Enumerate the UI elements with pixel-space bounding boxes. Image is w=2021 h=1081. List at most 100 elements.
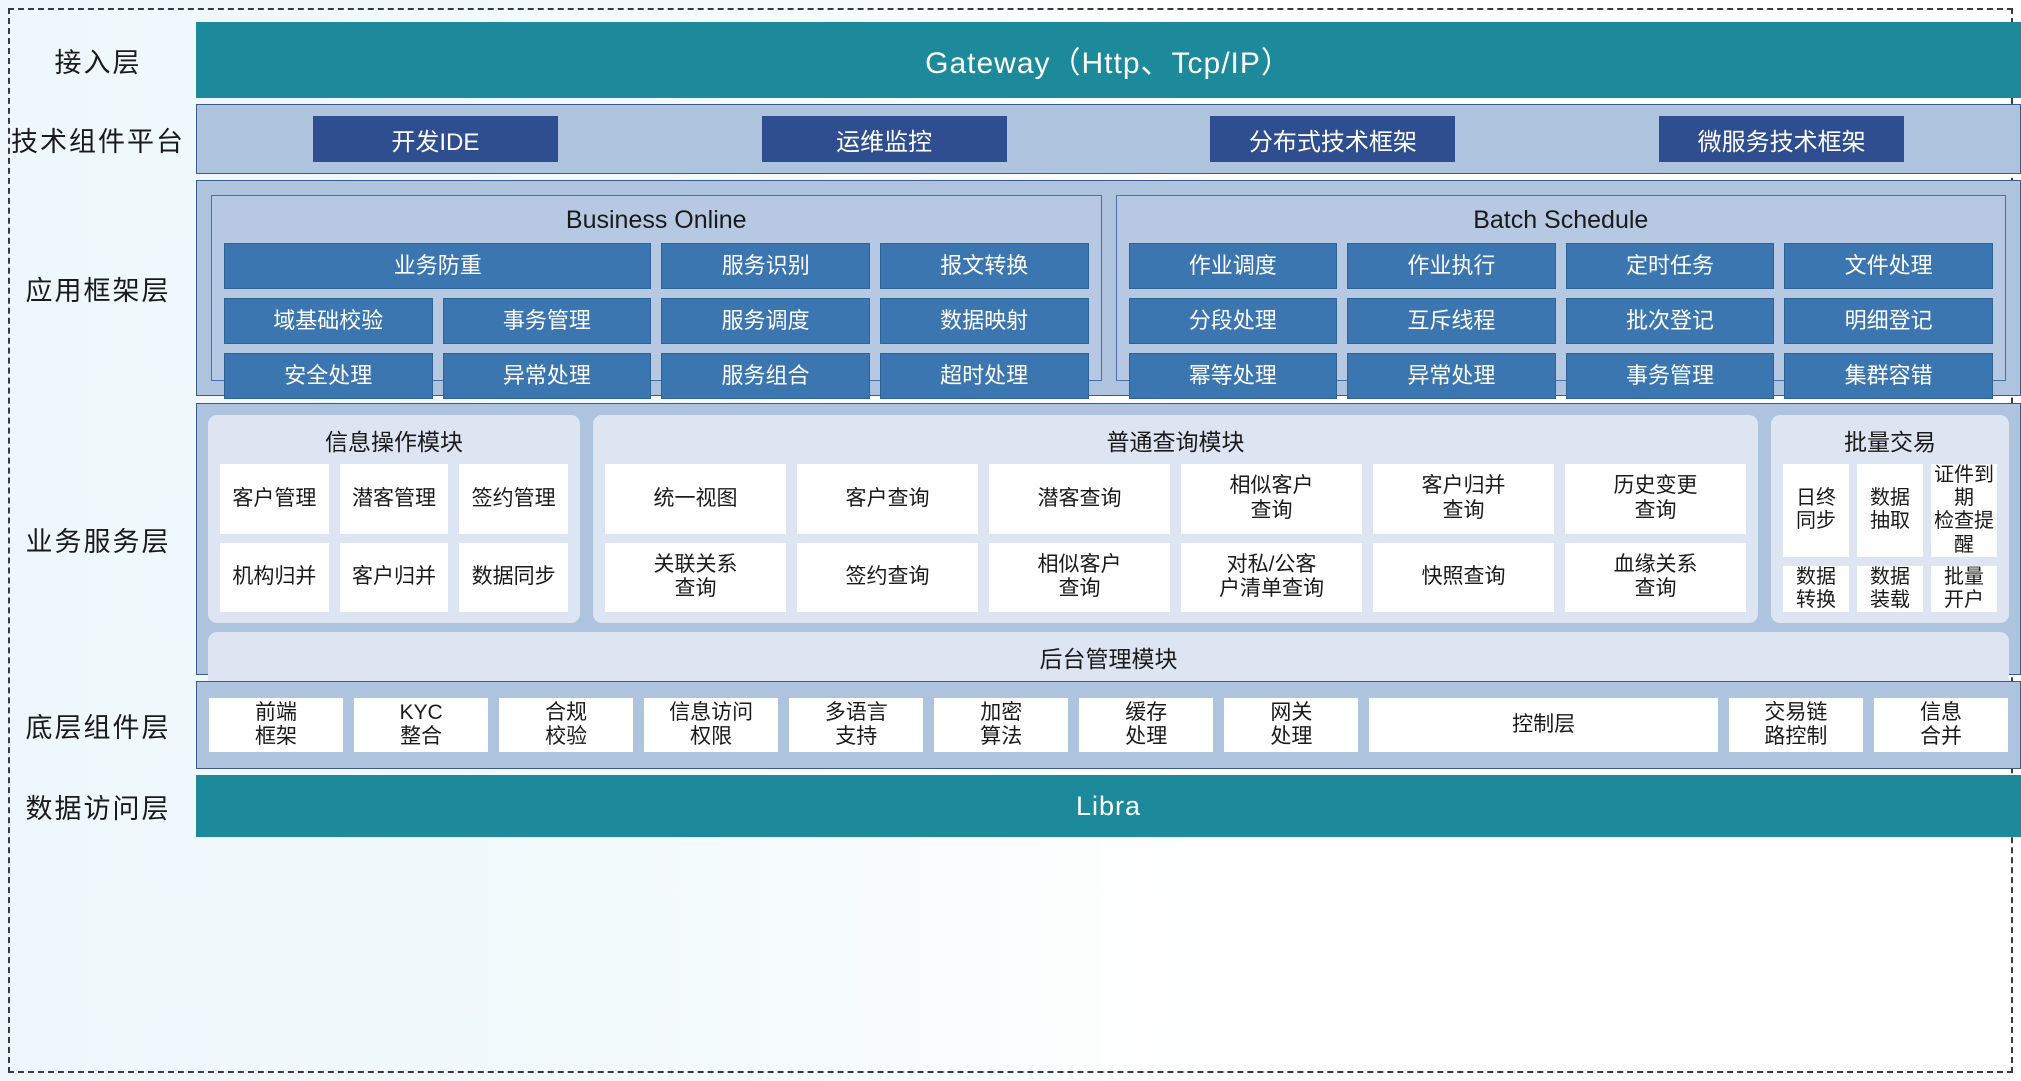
af-cell[interactable]: 安全处理 [224,353,433,399]
svc-cell[interactable]: 数据同步 [459,542,569,613]
component-cell[interactable]: 控制层 [1369,698,1718,752]
svc-cell[interactable]: 客户归并 [339,542,449,613]
component-cell[interactable]: 网关处理 [1224,698,1359,752]
af-cell[interactable]: 事务管理 [442,298,652,344]
module-row: 数据转换 数据装载 批量开户 [1783,565,1997,613]
svc-cell[interactable]: 数据装载 [1857,565,1923,613]
component-cell[interactable]: 信息访问权限 [644,698,779,752]
svc-cell[interactable]: 血缘关系查询 [1565,542,1746,613]
layer-row-data-access: 数据访问层 Libra [0,775,2021,837]
af-cell[interactable]: 幂等处理 [1128,353,1338,399]
layer-row-tech-platform: 技术组件平台 开发IDE 运维监控 分布式技术框架 微服务技术框架 [0,104,2021,174]
svc-cell[interactable]: 签约查询 [797,542,978,613]
af-cell[interactable]: 异常处理 [1347,353,1556,399]
business-service-panel: 信息操作模块 客户管理 潜客管理 签约管理 机构归并 客户归并 数据同步 [196,403,2021,747]
svc-cell[interactable]: 数据抽取 [1857,464,1923,557]
component-cell[interactable]: 前端框架 [209,698,344,752]
af-cell[interactable]: 数据映射 [879,298,1089,344]
svc-cell[interactable]: 对私/公客户清单查询 [1181,542,1362,613]
af-cell[interactable]: 业务防重 [224,243,652,289]
module-grid: 客户管理 潜客管理 签约管理 机构归并 客户归并 数据同步 [220,464,569,613]
af-cell[interactable]: 报文转换 [879,243,1089,289]
layer-label-tech-platform: 技术组件平台 [11,126,185,157]
tech-item-ops-monitor[interactable]: 运维监控 [761,116,1007,162]
svc-cell[interactable]: 相似客户查询 [1181,464,1362,534]
svc-cell[interactable]: 客户管理 [220,464,329,534]
svc-cell[interactable]: 快照查询 [1373,542,1554,613]
svc-cell[interactable]: 日终同步 [1783,464,1849,557]
svc-cell[interactable]: 潜客管理 [339,464,449,534]
component-cell[interactable]: 加密算法 [934,698,1069,752]
tech-item-microservice-framework[interactable]: 微服务技术框架 [1659,116,1905,162]
component-cell[interactable]: 缓存处理 [1079,698,1214,752]
af-cell[interactable]: 分段处理 [1128,298,1338,344]
svc-cell[interactable]: 证件到期检查提醒 [1931,464,1997,557]
af-cell[interactable]: 域基础校验 [224,298,433,344]
module-row: 客户管理 潜客管理 签约管理 [220,464,569,534]
component-cell[interactable]: 合规校验 [499,698,634,752]
svc-cell[interactable]: 客户查询 [797,464,978,534]
module-title-batch-transaction: 批量交易 [1844,429,1936,455]
af-cell[interactable]: 超时处理 [879,353,1089,399]
af-cell[interactable]: 定时任务 [1565,243,1775,289]
group-grid-batch-schedule: 作业调度 作业执行 定时任务 文件处理 分段处理 互斥线程 批次登记 明细登记 [1128,243,1993,399]
group-grid-business-online: 业务防重 服务识别 报文转换 域基础校验 事务管理 服务调度 数据映射 安全处理 [224,243,1089,399]
svc-cell[interactable]: 关联关系查询 [605,542,786,613]
svc-cell[interactable]: 统一视图 [605,464,786,534]
layer-row-app-framework: 应用框架层 Business Online 业务防重 服务识别 报文转换 域基础… [0,180,2021,399]
module-info-operation: 信息操作模块 客户管理 潜客管理 签约管理 机构归并 客户归并 数据同步 [208,415,580,624]
tech-item-ide[interactable]: 开发IDE [312,116,558,162]
af-cell[interactable]: 批次登记 [1565,298,1775,344]
svc-cell[interactable]: 机构归并 [220,542,329,613]
grid-row: 作业调度 作业执行 定时任务 文件处理 [1128,243,1993,289]
af-cell[interactable]: 异常处理 [442,353,652,399]
svc-cell[interactable]: 历史变更查询 [1565,464,1746,534]
svc-cell[interactable]: 数据转换 [1783,565,1849,613]
module-grid: 日终同步 数据抽取 证件到期检查提醒 数据转换 数据装载 批量开户 [1783,464,1997,613]
layer-label-business-service: 业务服务层 [25,526,171,557]
component-cell[interactable]: 信息合并 [1873,698,2008,752]
group-title-business-online: Business Online [565,206,747,234]
layer-label-app-framework: 应用框架层 [25,275,171,306]
layer-label-access: 接入层 [54,47,142,78]
svc-cell[interactable]: 签约管理 [459,464,569,534]
group-batch-schedule: Batch Schedule 作业调度 作业执行 定时任务 文件处理 分段处理 … [1115,195,2006,399]
grid-row: 业务防重 服务识别 报文转换 [224,243,1089,289]
svc-cell[interactable]: 相似客户查询 [989,542,1170,613]
svc-cell[interactable]: 潜客查询 [989,464,1170,534]
af-cell[interactable]: 服务调度 [661,298,870,344]
gateway-bar[interactable]: Gateway（Http、Tcp/IP） [196,22,2021,98]
layer-label-data-access: 数据访问层 [25,793,171,824]
group-title-batch-schedule: Batch Schedule [1473,206,1649,234]
af-cell[interactable]: 作业执行 [1347,243,1556,289]
libra-bar[interactable]: Libra [196,775,2021,837]
af-cell[interactable]: 明细登记 [1784,298,1993,344]
af-cell[interactable]: 作业调度 [1128,243,1338,289]
af-cell[interactable]: 文件处理 [1784,243,1993,289]
svc-cell[interactable]: 批量开户 [1931,565,1997,613]
module-grid: 统一视图 客户查询 潜客查询 相似客户查询 客户归并查询 历史变更查询 关联关系… [605,464,1746,613]
af-cell[interactable]: 集群容错 [1784,353,1993,399]
component-cell[interactable]: 交易链路控制 [1728,698,1863,752]
af-cell[interactable]: 服务组合 [661,353,870,399]
af-cell[interactable]: 服务识别 [661,243,870,289]
grid-row: 域基础校验 事务管理 服务调度 数据映射 [224,298,1089,344]
group-business-online: Business Online 业务防重 服务识别 报文转换 域基础校验 事务管… [211,195,1102,399]
module-row: 关联关系查询 签约查询 相似客户查询 对私/公客户清单查询 快照查询 血缘关系查… [605,542,1746,613]
svc-cell[interactable]: 客户归并查询 [1373,464,1554,534]
module-batch-transaction: 批量交易 日终同步 数据抽取 证件到期检查提醒 数据转换 数据装载 批量开户 [1771,415,2009,624]
tech-item-distributed-framework[interactable]: 分布式技术框架 [1210,116,1456,162]
af-cell[interactable]: 互斥线程 [1347,298,1556,344]
business-service-modules: 信息操作模块 客户管理 潜客管理 签约管理 机构归并 客户归并 数据同步 [208,415,2009,624]
af-cell[interactable]: 事务管理 [1565,353,1775,399]
module-row: 统一视图 客户查询 潜客查询 相似客户查询 客户归并查询 历史变更查询 [605,464,1746,534]
grid-row: 安全处理 异常处理 服务组合 超时处理 [224,353,1089,399]
module-row: 机构归并 客户归并 数据同步 [220,542,569,613]
tech-platform-band: 开发IDE 运维监控 分布式技术框架 微服务技术框架 [196,104,2021,174]
module-title-common-query: 普通查询模块 [1106,429,1245,455]
layer-row-business-service: 业务服务层 信息操作模块 客户管理 潜客管理 签约管理 [0,403,2021,747]
component-cell[interactable]: 多语言支持 [789,698,924,752]
